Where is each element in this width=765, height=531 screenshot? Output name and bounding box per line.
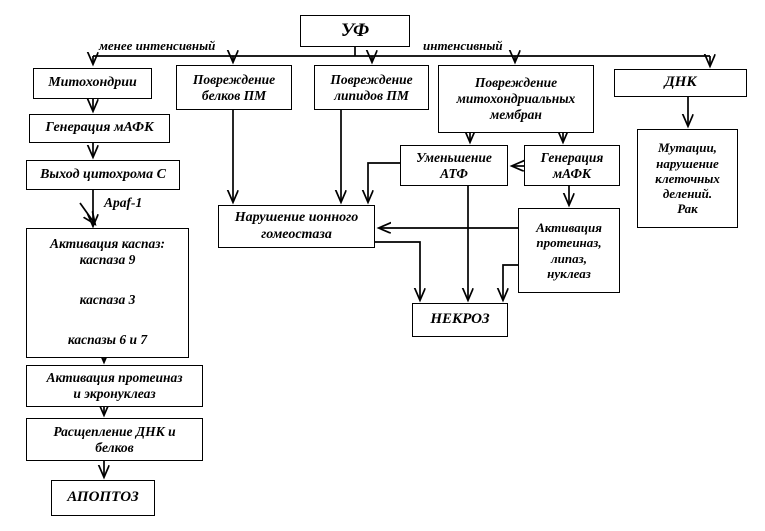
node-activation-proteinases-lipases-nucleases[interactable]: Активация протеиназ, липаз, нуклеаз bbox=[518, 208, 620, 293]
node-mutations-cancer-line-1: нарушение bbox=[656, 155, 719, 171]
node-atp-decrease-line-0: Уменьшение bbox=[416, 149, 492, 165]
node-activation-proteinases-lipases-nucleases-line-2: липаз, bbox=[551, 250, 587, 266]
node-activation-proteinases-exonucleases[interactable]: Активация протеиназ и экронуклеаз bbox=[26, 365, 203, 407]
node-mitochondria-line-0: Митохондрии bbox=[48, 75, 137, 91]
spacer-caspase-3-67 bbox=[27, 308, 188, 332]
node-generation-mafk-right-line-0: Генерация bbox=[540, 149, 604, 165]
node-mitochondrial-membrane-damage-line-2: мембран bbox=[490, 106, 542, 122]
node-caspase-activation-line-1: каспаза 9 bbox=[79, 251, 136, 267]
node-apoptosis-line-0: АПОПТОЗ bbox=[67, 489, 139, 506]
node-generation-mafk-right[interactable]: Генерация мАФК bbox=[524, 145, 620, 186]
branch-label-less-intense: менее интенсивный bbox=[99, 38, 216, 53]
node-dna-line-0: ДНК bbox=[664, 74, 697, 91]
wire-activproteinases-necrosis bbox=[503, 264, 518, 300]
node-activation-proteinases-exonucleases-line-0: Активация протеиназ bbox=[46, 370, 183, 386]
node-dna-protein-cleavage[interactable]: Расщепление ДНК и белков bbox=[26, 418, 203, 461]
node-dna-protein-cleavage-line-0: Расщепление ДНК и bbox=[53, 423, 176, 439]
node-caspase-activation[interactable]: Активация каспаз: каспаза 9 каспаза 3 ка… bbox=[26, 228, 189, 358]
node-activation-proteinases-exonucleases-line-1: и экронуклеаз bbox=[73, 386, 156, 401]
node-caspase-activation-line-3: каспазы 6 и 7 bbox=[67, 331, 148, 347]
branch-label-intense: интенсивный bbox=[423, 38, 503, 53]
node-cytochrome-c-release-line-0: Выход цитохрома С bbox=[40, 166, 166, 182]
node-generation-mafk-right-line-1: мАФК bbox=[552, 165, 592, 181]
node-mutations-cancer-line-4: Рак bbox=[677, 201, 698, 217]
node-mitochondria[interactable]: Митохондрии bbox=[33, 68, 152, 99]
node-mitochondrial-membrane-damage-line-1: митохондриальных bbox=[456, 91, 576, 107]
edge-label-apaf1: Apaf-1 bbox=[104, 195, 143, 210]
node-caspase-activation-line-2: каспаза 3 bbox=[79, 291, 136, 307]
node-ion-homeostasis-disruption-line-0: Нарушение ионного bbox=[234, 209, 359, 225]
node-mutations-cancer-line-2: клеточных bbox=[655, 170, 720, 186]
node-mitochondrial-membrane-damage[interactable]: Повреждение митохондриальных мембран bbox=[438, 65, 594, 133]
wire-atp-ion bbox=[368, 162, 400, 202]
node-lipid-pm-damage-line-1: липидов ПМ bbox=[334, 87, 409, 103]
node-lipid-pm-damage[interactable]: Повреждение липидов ПМ bbox=[314, 65, 429, 110]
node-uv[interactable]: УФ bbox=[300, 15, 410, 47]
node-apoptosis[interactable]: АПОПТОЗ bbox=[51, 480, 155, 516]
node-mitochondrial-membrane-damage-line-0: Повреждение bbox=[474, 75, 558, 91]
node-atp-decrease-line-1: АТФ bbox=[440, 165, 468, 181]
node-generation-mafk-left-line-0: Генерация мАФК bbox=[45, 120, 154, 136]
wire-apaf1-into-caspases bbox=[79, 202, 95, 224]
node-ion-homeostasis-disruption[interactable]: Нарушение ионного гомеостаза bbox=[218, 205, 375, 248]
node-protein-pm-damage-line-1: белков ПМ bbox=[201, 87, 267, 103]
node-cytochrome-c-release[interactable]: Выход цитохрома С bbox=[26, 160, 180, 190]
node-necrosis[interactable]: НЕКРОЗ bbox=[412, 303, 508, 337]
node-uv-line-0: УФ bbox=[340, 19, 370, 41]
node-ion-homeostasis-disruption-line-1: гомеостаза bbox=[261, 226, 332, 242]
node-necrosis-line-0: НЕКРОЗ bbox=[430, 311, 490, 328]
node-activation-proteinases-lipases-nucleases-line-3: нуклеаз bbox=[547, 265, 591, 281]
wire-ion-necrosis bbox=[375, 241, 420, 300]
node-mutations-cancer-line-3: делений. bbox=[662, 186, 713, 202]
spacer-caspase-9-3 bbox=[27, 268, 188, 292]
node-dna[interactable]: ДНК bbox=[614, 69, 747, 97]
node-atp-decrease[interactable]: Уменьшение АТФ bbox=[400, 145, 508, 186]
node-caspase-activation-line-0: Активация каспаз: bbox=[50, 236, 165, 251]
node-lipid-pm-damage-line-0: Повреждение bbox=[330, 71, 413, 87]
node-protein-pm-damage[interactable]: Повреждение белков ПМ bbox=[176, 65, 292, 110]
node-activation-proteinases-lipases-nucleases-line-0: Активация bbox=[536, 219, 602, 235]
node-activation-proteinases-lipases-nucleases-line-1: протеиназ, bbox=[536, 235, 602, 251]
node-generation-mafk-left[interactable]: Генерация мАФК bbox=[29, 114, 170, 143]
node-dna-protein-cleavage-line-1: белков bbox=[95, 439, 134, 455]
node-mutations-cancer[interactable]: Мутации, нарушение клеточных делений. Ра… bbox=[637, 129, 738, 228]
node-protein-pm-damage-line-0: Повреждение bbox=[192, 71, 276, 87]
node-mutations-cancer-line-0: Мутации, bbox=[658, 140, 717, 156]
